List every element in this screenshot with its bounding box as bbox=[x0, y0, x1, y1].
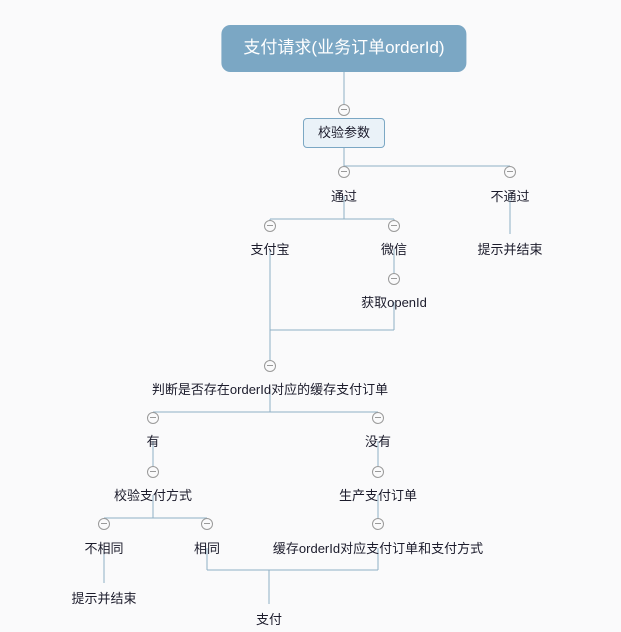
node-fail-end[interactable]: 提示并结束 bbox=[477, 242, 543, 257]
collapse-minus-icon-diff[interactable] bbox=[98, 518, 110, 530]
node-pass[interactable]: 通过 bbox=[330, 189, 358, 204]
collapse-minus-icon-fail[interactable] bbox=[504, 166, 516, 178]
node-has[interactable]: 有 bbox=[146, 434, 160, 449]
collapse-minus-icon-validate[interactable] bbox=[338, 104, 350, 116]
connector-validate-to-branchbar bbox=[343, 146, 510, 167]
collapse-minus-icon-alipay[interactable] bbox=[264, 220, 276, 232]
node-wechat[interactable]: 微信 bbox=[380, 242, 408, 257]
node-cache-ord[interactable]: 缓存orderId对应支付订单和支付方式 bbox=[272, 541, 484, 556]
node-validate[interactable]: 校验参数 bbox=[302, 118, 386, 149]
node-fail[interactable]: 不通过 bbox=[490, 189, 530, 204]
node-pay[interactable]: 支付 bbox=[255, 612, 283, 627]
collapse-minus-icon-wechat[interactable] bbox=[388, 220, 400, 232]
collapse-minus-icon-create-ord[interactable] bbox=[372, 466, 384, 478]
collapse-minus-icon-has[interactable] bbox=[147, 412, 159, 424]
node-alipay[interactable]: 支付宝 bbox=[250, 242, 290, 257]
collapse-minus-icon-openid[interactable] bbox=[388, 273, 400, 285]
collapse-minus-icon-none[interactable] bbox=[372, 412, 384, 424]
collapse-minus-icon-same[interactable] bbox=[201, 518, 213, 530]
collapse-minus-icon-pass[interactable] bbox=[338, 166, 350, 178]
collapse-minus-icon-cache-ord[interactable] bbox=[372, 518, 384, 530]
node-diff[interactable]: 不相同 bbox=[84, 541, 124, 556]
collapse-minus-icon-check-cache[interactable] bbox=[264, 360, 276, 372]
node-diff-end[interactable]: 提示并结束 bbox=[71, 591, 137, 606]
node-create-ord[interactable]: 生产支付订单 bbox=[338, 488, 418, 503]
node-check-cache[interactable]: 判断是否存在orderId对应的缓存支付订单 bbox=[151, 382, 389, 397]
node-root[interactable]: 支付请求(业务订单orderId) bbox=[221, 25, 467, 72]
node-verify-pay[interactable]: 校验支付方式 bbox=[113, 488, 193, 503]
node-same[interactable]: 相同 bbox=[193, 541, 221, 556]
collapse-minus-icon-verify-pay[interactable] bbox=[147, 466, 159, 478]
node-openid[interactable]: 获取openId bbox=[361, 295, 427, 310]
node-none[interactable]: 没有 bbox=[364, 434, 392, 449]
